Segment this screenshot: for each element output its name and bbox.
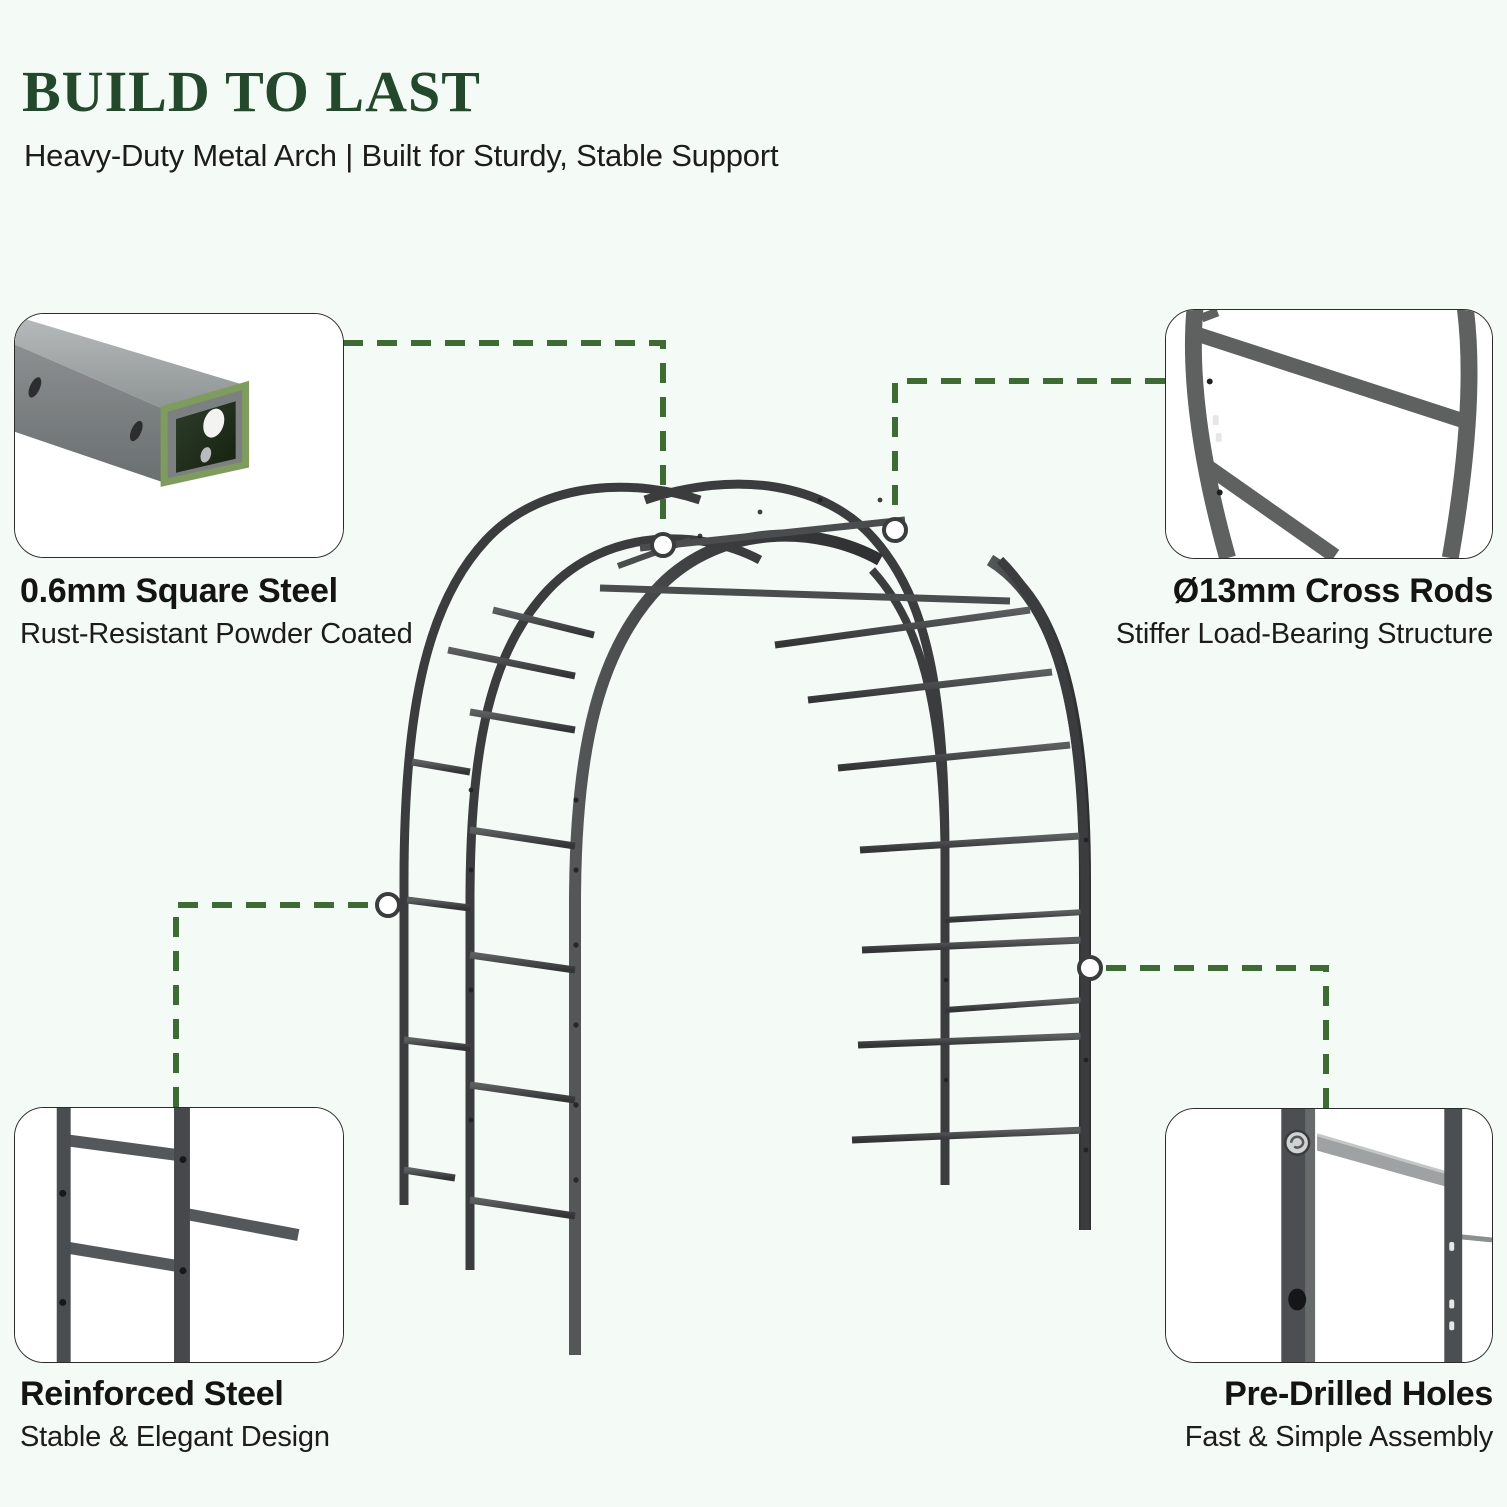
- caption-pre-drilled-holes: Pre-Drilled Holes Fast & Simple Assembly: [1013, 1375, 1494, 1455]
- caption-subtitle: Stable & Elegant Design: [20, 1421, 330, 1454]
- caption-square-steel: 0.6mm Square Steel Rust-Resistant Powder…: [20, 572, 440, 652]
- page-title: BUILD TO LAST: [22, 59, 481, 124]
- caption-reinforced-steel: Reinforced Steel Stable & Elegant Design: [20, 1375, 450, 1455]
- callout-box-pre-drilled-holes[interactable]: [1165, 1108, 1493, 1363]
- caption-title: 0.6mm Square Steel: [20, 572, 338, 610]
- pre-drilled-hole: [1288, 1288, 1307, 1311]
- reinforced-steel-posts-photo: [15, 1108, 343, 1362]
- caption-title: Ø13mm Cross Rods: [1172, 572, 1494, 610]
- callout-box-square-steel[interactable]: [14, 313, 344, 558]
- cross-rods-closeup-photo: [1166, 310, 1492, 558]
- caption-title: Pre-Drilled Holes: [1224, 1375, 1493, 1413]
- callout-box-reinforced-steel[interactable]: [14, 1107, 344, 1363]
- pre-drilled-holes-closeup-photo: [1166, 1109, 1492, 1362]
- caption-subtitle: Stiffer Load-Bearing Structure: [1115, 618, 1493, 651]
- caption-subtitle: Fast & Simple Assembly: [1184, 1421, 1493, 1454]
- caption-cross-rods: Ø13mm Cross Rods Stiffer Load-Bearing St…: [1013, 572, 1493, 652]
- caption-subtitle: Rust-Resistant Powder Coated: [20, 618, 413, 651]
- square-steel-tube-photo: [15, 314, 343, 557]
- caption-title: Reinforced Steel: [20, 1375, 284, 1413]
- screw-icon: [1284, 1129, 1311, 1156]
- callout-box-cross-rods[interactable]: [1165, 309, 1493, 559]
- page-subtitle: Heavy-Duty Metal Arch | Built for Sturdy…: [24, 138, 779, 173]
